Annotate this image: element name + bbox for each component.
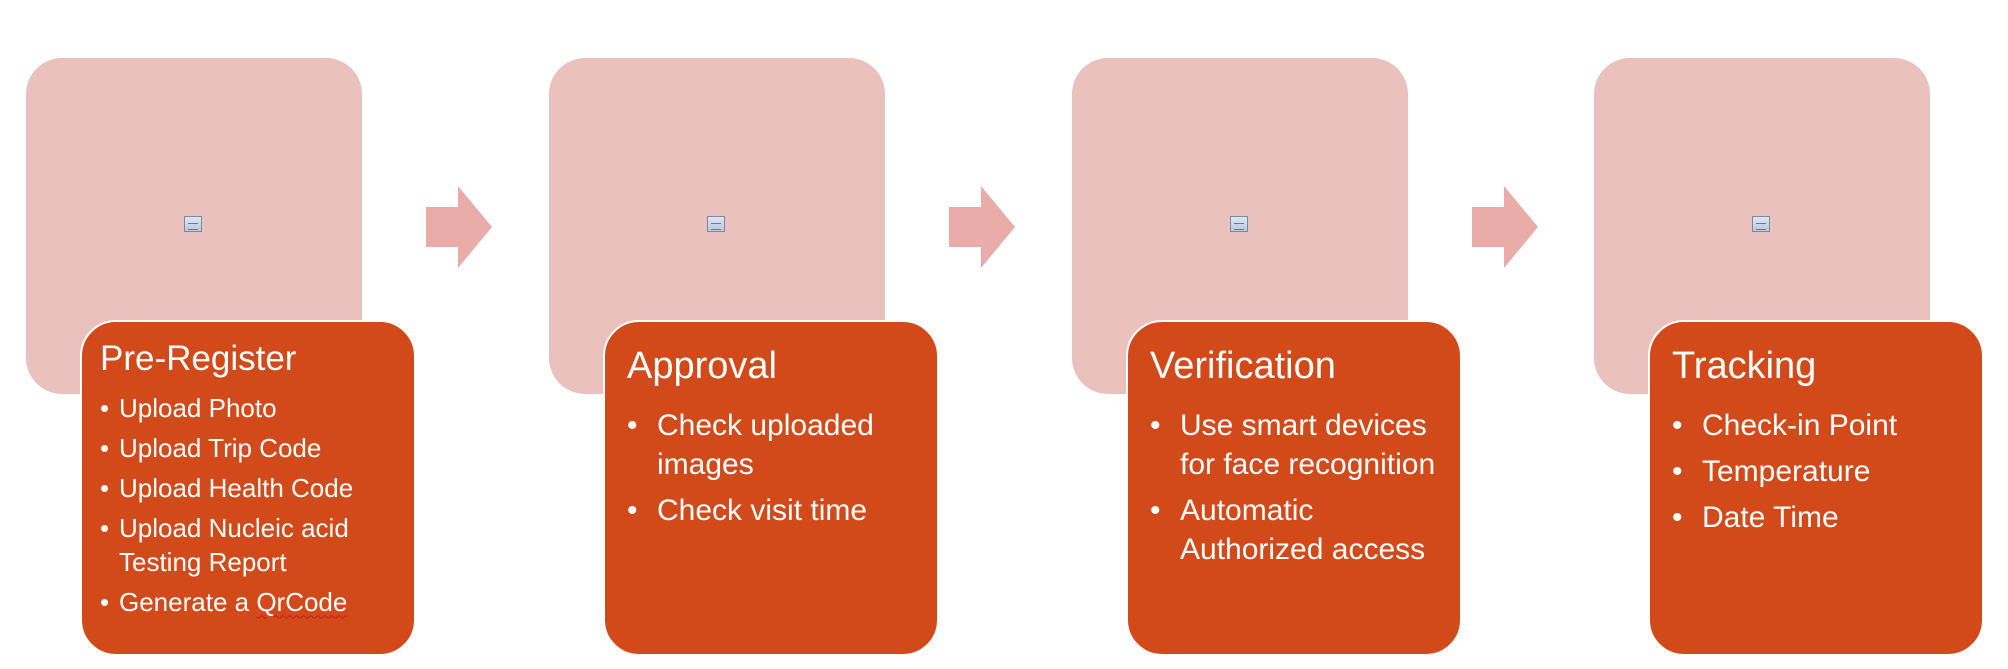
image-placeholder-icon: [184, 216, 202, 232]
step-text-card: Tracking Check-in Point Temperature Date…: [1648, 320, 1984, 656]
spellcheck-word: QrCode: [256, 586, 348, 617]
step-approval: Approval Check uploaded images Check vis…: [549, 58, 939, 656]
bullet-line: Testing Report: [119, 546, 287, 577]
step-verification: Verification Use smart devices for face …: [1072, 58, 1462, 656]
bullet-item: Use smart devices for face recognition: [1150, 406, 1444, 484]
bullet-item: Date Time: [1672, 498, 1966, 537]
step-pre-register: Pre-Register Upload Photo Upload Trip Co…: [26, 58, 416, 656]
image-placeholder-icon: [1752, 216, 1770, 232]
step-text-card: Approval Check uploaded images Check vis…: [603, 320, 939, 656]
bullet-line: Upload Nucleic acid: [119, 512, 349, 543]
step-bullet-list: Use smart devices for face recognition A…: [1150, 406, 1444, 569]
bullet-item: Temperature: [1672, 452, 1966, 491]
image-placeholder-icon: [707, 216, 725, 232]
step-text-card: Verification Use smart devices for face …: [1126, 320, 1462, 656]
step-title: Verification: [1150, 345, 1336, 387]
right-arrow-icon: [949, 186, 1015, 268]
step-title: Tracking: [1672, 345, 1817, 387]
bullet-item: Automatic Authorized access: [1150, 491, 1444, 569]
bullet-text: Generate a: [119, 586, 257, 617]
right-arrow-icon: [1472, 186, 1538, 268]
step-text-card: Pre-Register Upload Photo Upload Trip Co…: [80, 320, 416, 656]
step-bullet-list: Check uploaded images Check visit time: [627, 406, 921, 530]
step-title: Pre-Register: [100, 339, 297, 378]
step-tracking: Tracking Check-in Point Temperature Date…: [1594, 58, 1984, 656]
step-title: Approval: [627, 345, 777, 387]
bullet-item: Check visit time: [627, 491, 921, 530]
bullet-item: Check uploaded images: [627, 406, 921, 484]
bullet-item: Upload Nucleic acid Testing Report: [100, 511, 400, 579]
bullet-item: Upload Photo: [100, 391, 400, 425]
bullet-item: Upload Health Code: [100, 471, 400, 505]
right-arrow-icon: [426, 186, 492, 268]
step-bullet-list: Check-in Point Temperature Date Time: [1672, 406, 1966, 537]
image-placeholder-icon: [1230, 216, 1248, 232]
bullet-item: Upload Trip Code: [100, 431, 400, 465]
step-bullet-list: Upload Photo Upload Trip Code Upload Hea…: [100, 391, 400, 619]
bullet-item: Check-in Point: [1672, 406, 1966, 445]
bullet-item: Generate a QrCode: [100, 585, 400, 619]
